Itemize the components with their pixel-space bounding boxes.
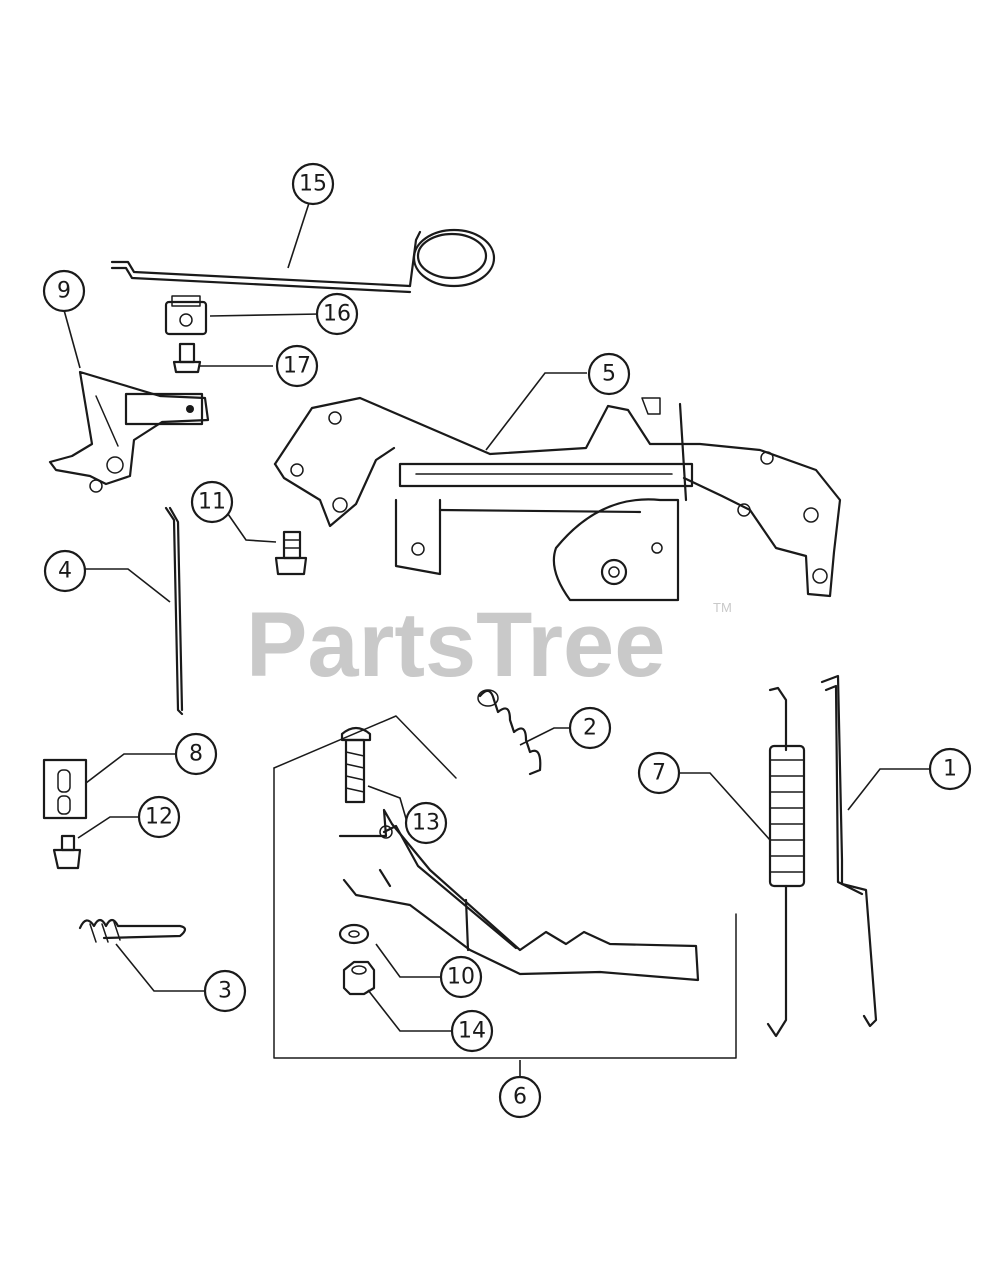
- part-16-clip[interactable]: [164, 295, 208, 336]
- callout-2[interactable]: 2: [568, 706, 612, 750]
- callout-6[interactable]: 6: [498, 1075, 542, 1119]
- callout-13-label: 13: [412, 811, 440, 836]
- part-9-bracket-lever[interactable]: [48, 370, 210, 493]
- callout-3-label: 3: [218, 979, 232, 1004]
- callout-13[interactable]: 13: [404, 801, 448, 845]
- watermark-trademark: TM: [713, 600, 732, 615]
- callout-4-label: 4: [58, 559, 72, 584]
- callout-16-label: 16: [323, 302, 351, 327]
- part-10-washer[interactable]: [338, 923, 370, 945]
- callout-5[interactable]: 5: [587, 352, 631, 396]
- callout-4[interactable]: 4: [43, 549, 87, 593]
- part-2-spring[interactable]: [477, 689, 542, 776]
- callout-12[interactable]: 12: [137, 795, 181, 839]
- part-15-rod-with-coil[interactable]: [110, 228, 496, 294]
- part-17-screw[interactable]: [172, 342, 202, 374]
- part-3-torsion-spring[interactable]: [78, 918, 187, 943]
- leader-lines: [63, 199, 931, 1080]
- callout-6-label: 6: [513, 1085, 527, 1110]
- callout-17-label: 17: [283, 354, 311, 379]
- part-4-rod[interactable]: [164, 506, 184, 716]
- callout-17[interactable]: 17: [275, 344, 319, 388]
- part-6-lever-assembly[interactable]: [273, 715, 737, 1059]
- callout-8-label: 8: [189, 742, 203, 767]
- callout-5-label: 5: [602, 362, 616, 387]
- callout-11-label: 11: [198, 490, 226, 515]
- callout-11[interactable]: 11: [190, 480, 234, 524]
- part-14-nut[interactable]: [342, 960, 376, 996]
- callout-10-label: 10: [447, 965, 475, 990]
- callout-2-label: 2: [583, 716, 597, 741]
- callout-14-label: 14: [458, 1019, 486, 1044]
- part-1-rod[interactable]: [820, 674, 878, 1028]
- callout-1-label: 1: [943, 757, 957, 782]
- callout-16[interactable]: 16: [315, 292, 359, 336]
- callout-10[interactable]: 10: [439, 955, 483, 999]
- callout-3[interactable]: 3: [203, 969, 247, 1013]
- callout-15[interactable]: 15: [291, 162, 335, 206]
- part-5-control-bracket[interactable]: [273, 396, 842, 602]
- callout-14[interactable]: 14: [450, 1009, 494, 1053]
- callout-8[interactable]: 8: [174, 732, 218, 776]
- callout-7[interactable]: 7: [637, 751, 681, 795]
- part-13-bolt[interactable]: [340, 726, 372, 804]
- callout-9-label: 9: [57, 279, 71, 304]
- callout-7-label: 7: [652, 761, 666, 786]
- callout-12-label: 12: [145, 805, 173, 830]
- part-7-extension-spring[interactable]: [766, 686, 806, 1038]
- callout-15-label: 15: [299, 172, 327, 197]
- part-8-plate[interactable]: [42, 758, 88, 820]
- callout-9[interactable]: 9: [42, 269, 86, 313]
- part-11-bolt[interactable]: [274, 530, 308, 576]
- callout-1[interactable]: 1: [928, 747, 972, 791]
- part-12-screw[interactable]: [52, 834, 82, 870]
- watermark-text: PartsTree: [246, 594, 665, 696]
